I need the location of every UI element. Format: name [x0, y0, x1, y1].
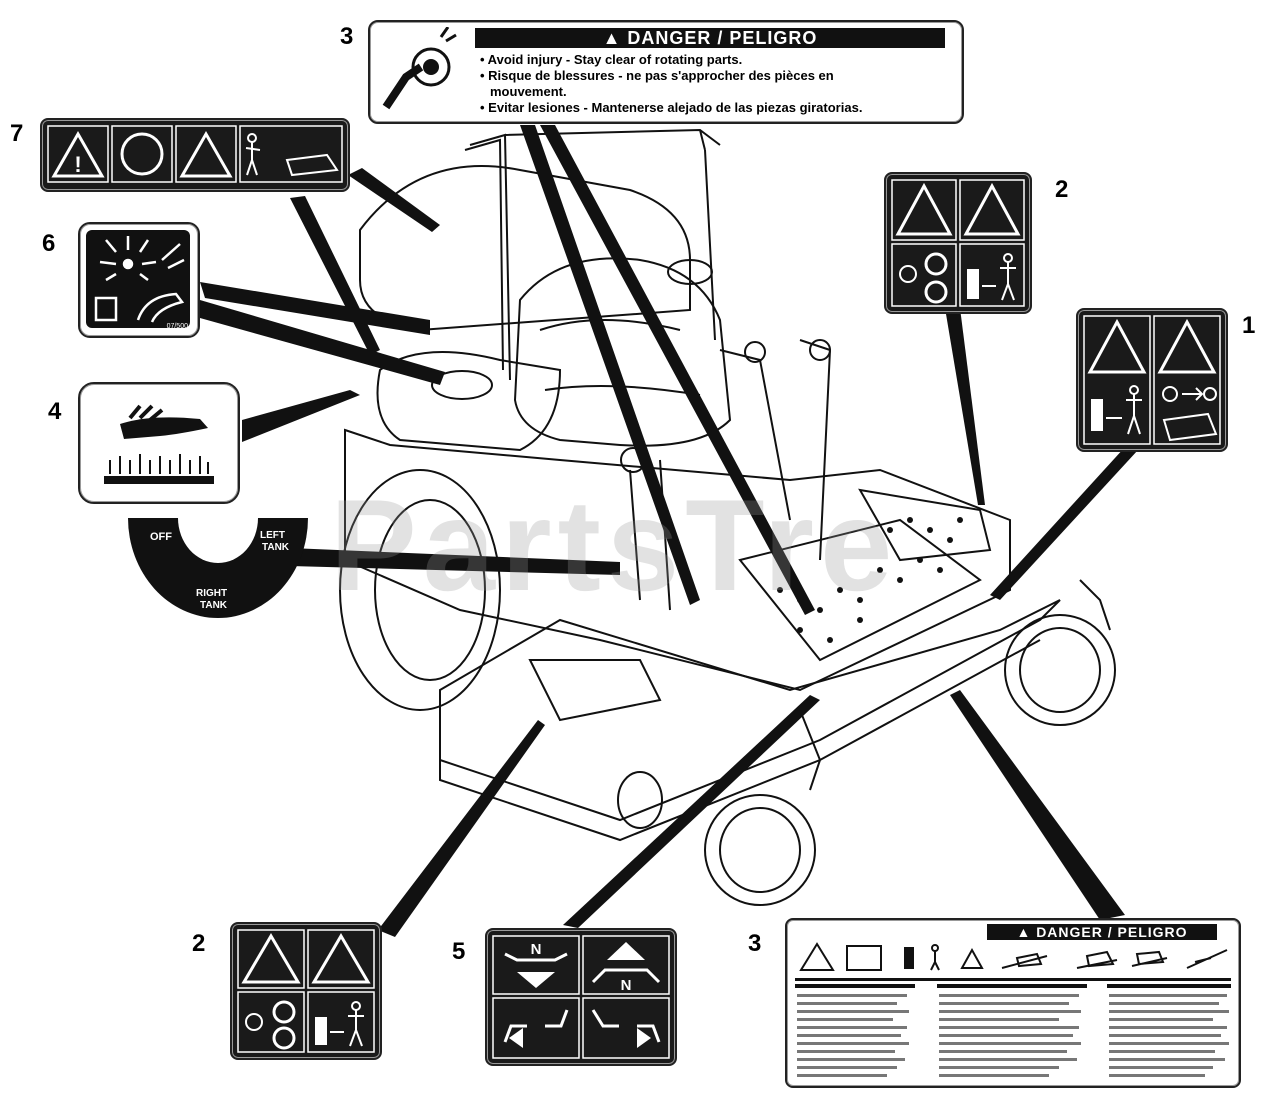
seat: [513, 257, 732, 447]
callout-2-bottom: 2: [192, 930, 206, 957]
leader-3-bottom: [950, 690, 1125, 920]
thrown-object-icon: [179, 130, 233, 178]
thrown-object-icon: [960, 947, 984, 969]
decal-3-bottom-header: ▲ DANGER / PELIGRO: [987, 924, 1217, 940]
thrown-object-icon: [1087, 318, 1147, 374]
left-turn-arrow-icon: [509, 1028, 523, 1048]
amputation-icon: [963, 182, 1021, 236]
pressure-spray-icon: [94, 236, 185, 323]
leader-5: [563, 695, 820, 928]
mower-deck: [439, 599, 1061, 822]
callout-6: 6: [42, 230, 56, 257]
keep-distance-icon: [1091, 385, 1142, 435]
fuel-off-label: OFF: [150, 531, 172, 543]
decal-3-top-line1: • Avoid injury - Stay clear of rotating …: [480, 52, 743, 67]
blade-icon: [924, 252, 948, 276]
leader-7-a: [348, 168, 440, 232]
rollover-bar: [469, 128, 721, 381]
callout-4: 4: [48, 398, 62, 425]
decal-1: [1076, 308, 1228, 452]
bystander-mower-icon: [245, 133, 339, 177]
leader-6-a: [200, 282, 430, 335]
manual-icon: [120, 132, 164, 176]
fuel-selector-decal: OFF LEFT TANK RIGHT TANK: [128, 518, 308, 618]
neutral-label-top: N: [531, 941, 542, 958]
rear-tire: [339, 469, 501, 711]
foot-plate: [738, 518, 982, 662]
leader-6-b: [200, 300, 445, 385]
riding-mower-icon: [1076, 950, 1118, 969]
right-turn-arrow-icon: [637, 1028, 651, 1048]
leader-1: [990, 447, 1138, 600]
fuel-left-label: LEFT: [260, 530, 285, 541]
leader-4: [242, 390, 360, 442]
fuel-left-tank-label: TANK: [262, 542, 290, 553]
decal-3-top-header: ▲ DANGER / PELIGRO: [475, 28, 945, 48]
decal-2-top: [884, 172, 1032, 314]
decal-3-top-line2: • Risque de blessures - ne pas s'approch…: [480, 68, 834, 83]
remove-key-icon: [1162, 386, 1218, 442]
manual-icon: [846, 945, 882, 971]
fuel-tank: [376, 351, 562, 452]
decal-6-code: 07/500: [166, 323, 188, 330]
decal-7-warning-strip: !: [40, 118, 350, 192]
watermark: PartsTre: [330, 472, 899, 618]
thrown-object-icon: [241, 933, 301, 984]
callout-7: 7: [10, 120, 24, 147]
tractor-icon: [1131, 950, 1168, 967]
svg-text:!: !: [74, 152, 81, 177]
slope-warning-icon: [1186, 949, 1228, 969]
reverse-arrow-icon: [517, 972, 555, 988]
decal-3-rotating-parts: ▲ DANGER / PELIGRO • Avoid injury - Stay…: [368, 20, 964, 124]
anti-scalp-wheel: [617, 771, 663, 829]
leader-3-fuel: [290, 548, 620, 575]
keep-distance-icon: [967, 253, 1016, 301]
amputation-icon: [311, 933, 371, 984]
warning-triangle-icon: [1157, 318, 1217, 374]
callout-1: 1: [1242, 312, 1256, 339]
callout-2-top: 2: [1055, 176, 1069, 203]
forward-arrow-icon: [607, 942, 645, 960]
blade-icon: [272, 1000, 296, 1024]
hot-surface-icon: [104, 404, 214, 484]
decal-3-top-line3: • Evitar lesiones - Mantenerse alejado d…: [480, 100, 863, 115]
fuel-right-tank-label: TANK: [200, 600, 228, 611]
mower-slope-icon: [1001, 952, 1048, 969]
leader-2-bottom: [378, 720, 545, 937]
decal-3-bottom-pictograms: [795, 942, 1231, 1077]
front-caster-left: [704, 794, 816, 906]
neutral-label-bottom: N: [621, 977, 632, 994]
decal-6-hazard: 07/500: [78, 222, 200, 338]
decal-3-bottom-danger: ▲ DANGER / PELIGRO: [785, 918, 1241, 1088]
warning-triangle-icon: [799, 942, 835, 971]
decal-5-motion-control: N N: [485, 928, 677, 1066]
callout-5: 5: [452, 938, 466, 965]
frame: [344, 428, 1011, 692]
keep-distance-icon: [904, 944, 940, 971]
front-caster-right: [1004, 614, 1116, 726]
rotating-parts-icon: [382, 27, 457, 110]
decal-2-bottom: [230, 922, 382, 1060]
thrown-object-icon: [895, 182, 953, 236]
callout-3-top: 3: [340, 23, 354, 50]
leader-3-top-b: [540, 125, 815, 615]
decal-3-top-line2b: mouvement.: [490, 84, 567, 99]
leader-2-top: [945, 308, 985, 505]
callout-3-bottom: 3: [748, 930, 762, 957]
keep-distance-icon: [315, 1001, 364, 1047]
fuel-right-label: RIGHT: [196, 588, 227, 599]
decal-4-hot-surface: [78, 382, 240, 504]
leader-3-top-a: [520, 125, 700, 605]
warning-triangle-icon: [51, 130, 105, 178]
